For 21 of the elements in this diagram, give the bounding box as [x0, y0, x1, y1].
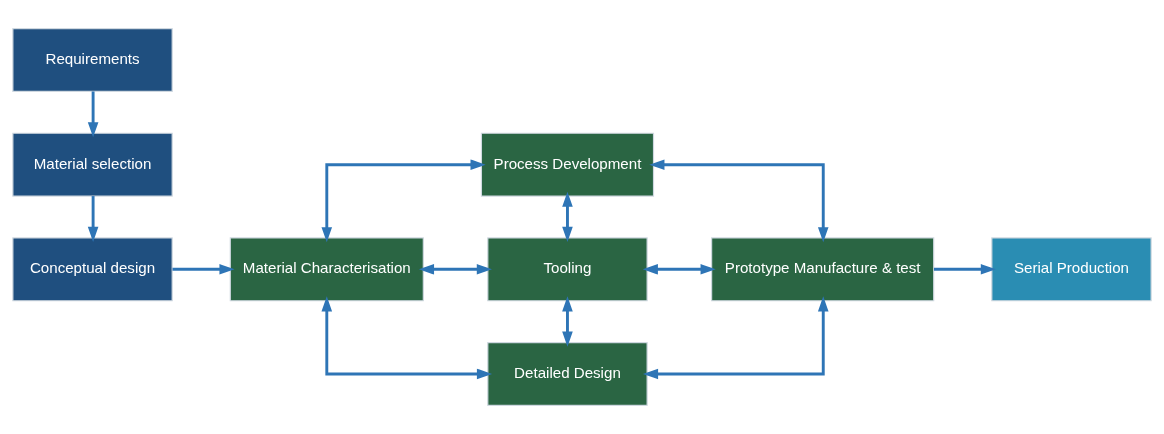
- node-box: Material selection: [12, 132, 173, 197]
- arrow: [418, 264, 492, 275]
- node-box: Serial Production: [991, 237, 1152, 302]
- arrow: [562, 296, 573, 347]
- node-box: Prototype Manufacture & test: [711, 237, 935, 302]
- node-box: Tooling: [487, 237, 648, 302]
- arrow: [562, 191, 573, 242]
- arrow: [321, 296, 493, 380]
- arrow: [321, 159, 486, 243]
- node-box: Detailed Design: [487, 342, 648, 406]
- arrow: [642, 296, 829, 380]
- node-box: Requirements: [12, 28, 173, 92]
- node-box: Conceptual design: [12, 237, 173, 302]
- node-box: Material Characterisation: [229, 237, 424, 302]
- arrow: [649, 159, 829, 243]
- arrow: [642, 264, 716, 275]
- arrow: [172, 264, 235, 275]
- arrow: [87, 91, 99, 138]
- arrow: [933, 264, 996, 275]
- node-box: Process Development: [480, 132, 655, 197]
- arrow: [87, 196, 99, 242]
